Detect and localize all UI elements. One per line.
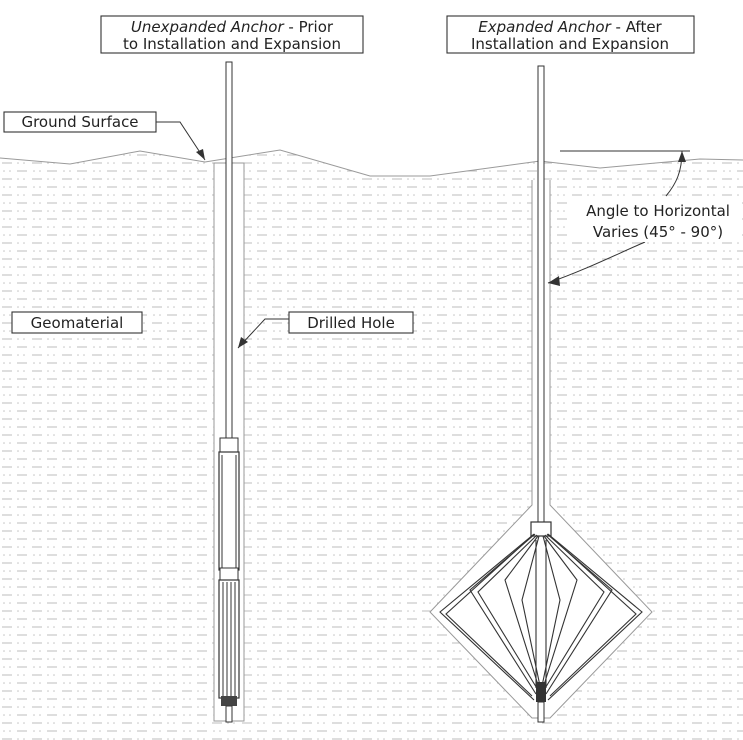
anchor-top-collar — [219, 437, 239, 453]
unexpanded-title-italic: Unexpanded Anchor — [131, 18, 285, 36]
svg-text:Unexpanded Anchor - Prior: Unexpanded Anchor - Prior — [131, 18, 334, 36]
drilled-hole-label: Drilled Hole — [307, 314, 395, 332]
expanded-title-italic: Expanded Anchor — [478, 18, 611, 36]
expanded-title-line2: Installation and Expansion — [471, 35, 669, 53]
unexpanded-anchor — [213, 61, 245, 723]
unexpanded-title-line2: to Installation and Expansion — [123, 35, 341, 53]
ground-surface-label: Ground Surface — [21, 113, 138, 131]
angle-indicator — [547, 150, 690, 286]
ground-surface-callout: Ground Surface — [3, 111, 206, 161]
expanded-title-rest: - After — [611, 18, 663, 36]
unexpanded-title: Unexpanded Anchor - Prior to Installatio… — [100, 15, 364, 54]
angle-label-line1: Angle to Horizontal — [586, 202, 730, 220]
geomaterial-label: Geomaterial — [31, 314, 124, 332]
ground-surface-line — [0, 149, 743, 177]
drilled-hole-callout: Drilled Hole — [237, 311, 414, 349]
unexpanded-title-rest: - Prior — [284, 18, 334, 36]
expanded-anchor — [429, 65, 653, 723]
anchor-tip — [221, 696, 237, 706]
expanded-title: Expanded Anchor - After Installation and… — [446, 15, 695, 54]
anchor-arms-folded — [218, 579, 240, 699]
geomaterial-callout: Geomaterial — [11, 311, 143, 334]
svg-text:Expanded Anchor - After: Expanded Anchor - After — [478, 18, 662, 36]
anchor-rod — [225, 61, 233, 439]
expanded-arms — [439, 533, 643, 701]
expanded-rod — [537, 65, 545, 525]
angle-label-line2: Varies (45° - 90°) — [593, 223, 723, 241]
angle-label: Angle to Horizontal Varies (45° - 90°) — [572, 198, 742, 242]
